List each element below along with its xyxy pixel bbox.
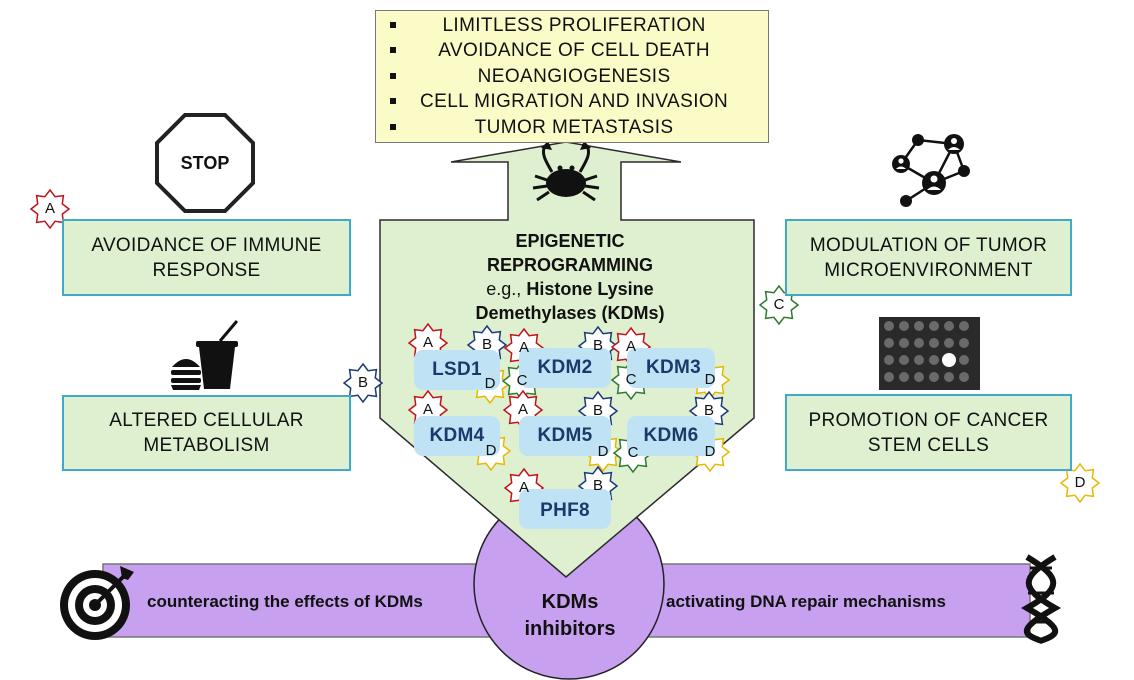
title-line-2: REPROGRAMMING: [487, 255, 653, 275]
target-icon: [60, 566, 134, 640]
badge-letter: C: [516, 372, 528, 389]
badge-letter: C: [625, 371, 637, 388]
kdm-label: LSD1: [432, 359, 482, 380]
badge-letter-metabolism: B: [357, 374, 368, 391]
kdm-pill-kdm4: KDM4: [414, 416, 500, 456]
cellular-metabolism-label: ALTERED CELLULAR METABOLISM: [109, 410, 304, 456]
kdm-label: KDM6: [643, 425, 699, 446]
kdm-pill-kdm5: KDM5: [519, 416, 611, 456]
kdm-label: KDM3: [645, 357, 701, 378]
kdm-pill-kdm6: KDM6: [627, 416, 715, 456]
badge-letter: B: [592, 477, 603, 494]
subtitle-line-1: Histone Lysine: [526, 279, 654, 299]
hallmarks-list: LIMITLESS PROLIFERATION AVOIDANCE OF CEL…: [384, 13, 728, 141]
kdm-pill-phf8: PHF8: [519, 489, 611, 529]
fast-food-icon: [171, 320, 239, 390]
badge-letter: B: [481, 336, 492, 353]
badge-letter: D: [485, 442, 497, 459]
badge-letter: A: [518, 339, 529, 356]
kdm-label: KDM2: [537, 357, 593, 378]
kdm-label: KDM5: [537, 425, 593, 446]
hallmark-item: AVOIDANCE OF CELL DEATH: [384, 38, 728, 64]
tumor-microenvironment-label: MODULATION OF TUMOR MICROENVIRONMENT: [809, 234, 1048, 281]
hallmark-item: CELL MIGRATION AND INVASION: [384, 89, 728, 115]
hallmark-item: NEOANGIOGENESIS: [384, 64, 728, 90]
cancer-stem-cells-label: PROMOTION OF CANCER STEM CELLS: [808, 409, 1049, 456]
badge-letter: A: [422, 401, 433, 418]
badge-letter: C: [627, 444, 639, 461]
hallmark-item: TUMOR METASTASIS: [384, 115, 728, 141]
badge-letter: B: [592, 402, 603, 419]
badge-letter: A: [518, 479, 529, 496]
badge-letter: A: [625, 338, 636, 355]
light-bulbs-icon: [879, 317, 980, 390]
badge-letter: D: [704, 443, 716, 460]
dna-repair-text: activating DNA repair mechanisms: [666, 592, 946, 611]
badge-letter: D: [704, 371, 716, 388]
badge-letter-microenvironment: C: [773, 296, 785, 313]
kdm-pill-kdm2: KDM2: [519, 348, 611, 388]
hallmarks-box: LIMITLESS PROLIFERATION AVOIDANCE OF CEL…: [375, 10, 769, 143]
stop-label: STOP: [180, 153, 230, 173]
inhibitors-line-2: inhibitors: [524, 618, 616, 640]
dna-icon: [1020, 554, 1062, 644]
title-line-1: EPIGENETIC: [515, 231, 625, 251]
badge-letter: A: [517, 401, 528, 418]
kdm-pill-kdm3: KDM3: [627, 348, 715, 388]
eg-label: e.g.,: [486, 279, 522, 299]
badge-letter: B: [703, 402, 714, 419]
kdm-pill-lsd1: LSD1: [414, 350, 500, 390]
hallmark-item: LIMITLESS PROLIFERATION: [384, 13, 728, 39]
badge-letter: A: [422, 334, 433, 351]
stop-sign-icon: [155, 113, 255, 213]
cellular-metabolism-box: ALTERED CELLULAR METABOLISM: [62, 395, 351, 471]
inhibitors-line-1: KDMs: [541, 591, 599, 613]
counteracting-text: counteracting the effects of KDMs: [147, 592, 423, 611]
immune-response-label: AVOIDANCE OF IMMUNE RESPONSE: [91, 234, 322, 281]
subtitle-line-2: Demethylases (KDMs): [475, 303, 665, 323]
badge-letter: D: [484, 375, 496, 392]
badge-letter: B: [592, 337, 603, 354]
badge-letter-immune: A: [44, 200, 55, 217]
badge-letter-stem-cells: D: [1074, 474, 1086, 491]
tumor-microenvironment-box: MODULATION OF TUMOR MICROENVIRONMENT: [785, 219, 1072, 296]
epigenetic-title: EPIGENETIC REPROGRAMMING e.g., Histone L…: [440, 229, 700, 325]
crab-icon: [532, 141, 600, 202]
kdms-inhibitors-label: KDMs inhibitors: [490, 589, 650, 643]
badge-letter: D: [597, 443, 609, 460]
kdm-label: PHF8: [540, 500, 590, 521]
cancer-stem-cells-box: PROMOTION OF CANCER STEM CELLS: [785, 394, 1072, 471]
kdm-label: KDM4: [429, 425, 485, 446]
immune-response-box: AVOIDANCE OF IMMUNE RESPONSE: [62, 219, 351, 296]
network-people-icon: [892, 134, 970, 207]
